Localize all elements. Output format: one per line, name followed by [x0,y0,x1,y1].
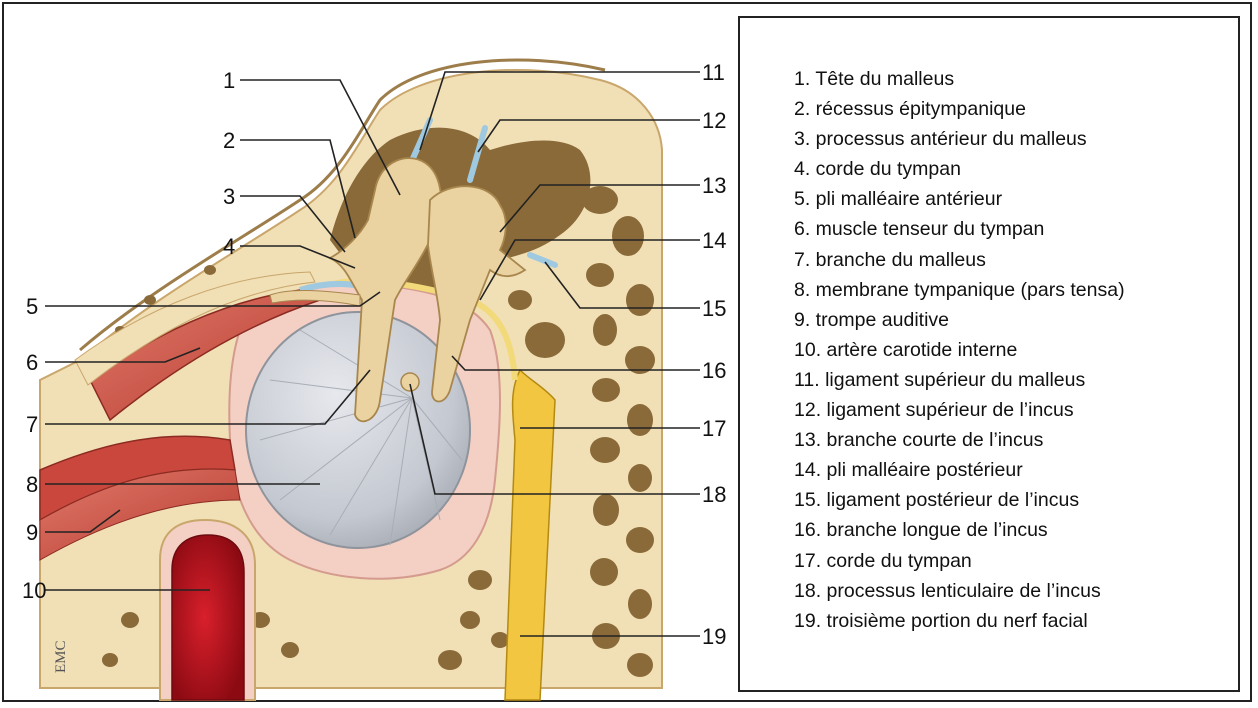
emc-watermark: EMC [53,640,69,673]
legend-item: 13. branche courte de l’incus [794,425,1125,455]
legend-box: 1. Tête du malleus 2. récessus épitympan… [738,16,1240,692]
label-10: 10 [22,578,46,603]
legend-item: 6. muscle tenseur du tympan [794,214,1125,244]
legend-item: 1. Tête du malleus [794,64,1125,94]
internal-carotid-artery [172,535,244,700]
label-5: 5 [26,294,38,319]
legend-item: 11. ligament supérieur du malleus [794,365,1125,395]
label-12: 12 [702,108,726,133]
label-15: 15 [702,296,726,321]
legend-item: 14. pli malléaire postérieur [794,455,1125,485]
legend-item: 7. branche du malleus [794,245,1125,275]
legend-item: 3. processus antérieur du malleus [794,124,1125,154]
legend-item: 9. trompe auditive [794,305,1125,335]
legend-item: 2. récessus épitympanique [794,94,1125,124]
label-3: 3 [223,184,235,209]
label-2: 2 [223,128,235,153]
label-13: 13 [702,173,726,198]
label-14: 14 [702,228,726,253]
label-6: 6 [26,350,38,375]
legend-item: 19. troisième portion du nerf facial [794,606,1125,636]
label-1: 1 [223,68,235,93]
legend-item: 8. membrane tympanique (pars tensa) [794,275,1125,305]
label-16: 16 [702,358,726,383]
legend-item: 17. corde du tympan [794,546,1125,576]
lenticular-process [401,373,419,391]
legend-item: 10. artère carotide interne [794,335,1125,365]
label-18: 18 [702,482,726,507]
label-9: 9 [26,520,38,545]
legend-item: 15. ligament postérieur de l’incus [794,485,1125,515]
label-19: 19 [702,624,726,649]
legend-item: 12. ligament supérieur de l’incus [794,395,1125,425]
label-11: 11 [702,60,725,85]
label-4: 4 [223,234,235,259]
label-7: 7 [26,412,38,437]
label-17: 17 [702,416,726,441]
legend-list: 1. Tête du malleus 2. récessus épitympan… [794,64,1125,636]
legend-item: 5. pli malléaire antérieur [794,184,1125,214]
legend-item: 4. corde du tympan [794,154,1125,184]
label-8: 8 [26,472,38,497]
legend-item: 16. branche longue de l’incus [794,515,1125,545]
legend-item: 18. processus lenticulaire de l’incus [794,576,1125,606]
